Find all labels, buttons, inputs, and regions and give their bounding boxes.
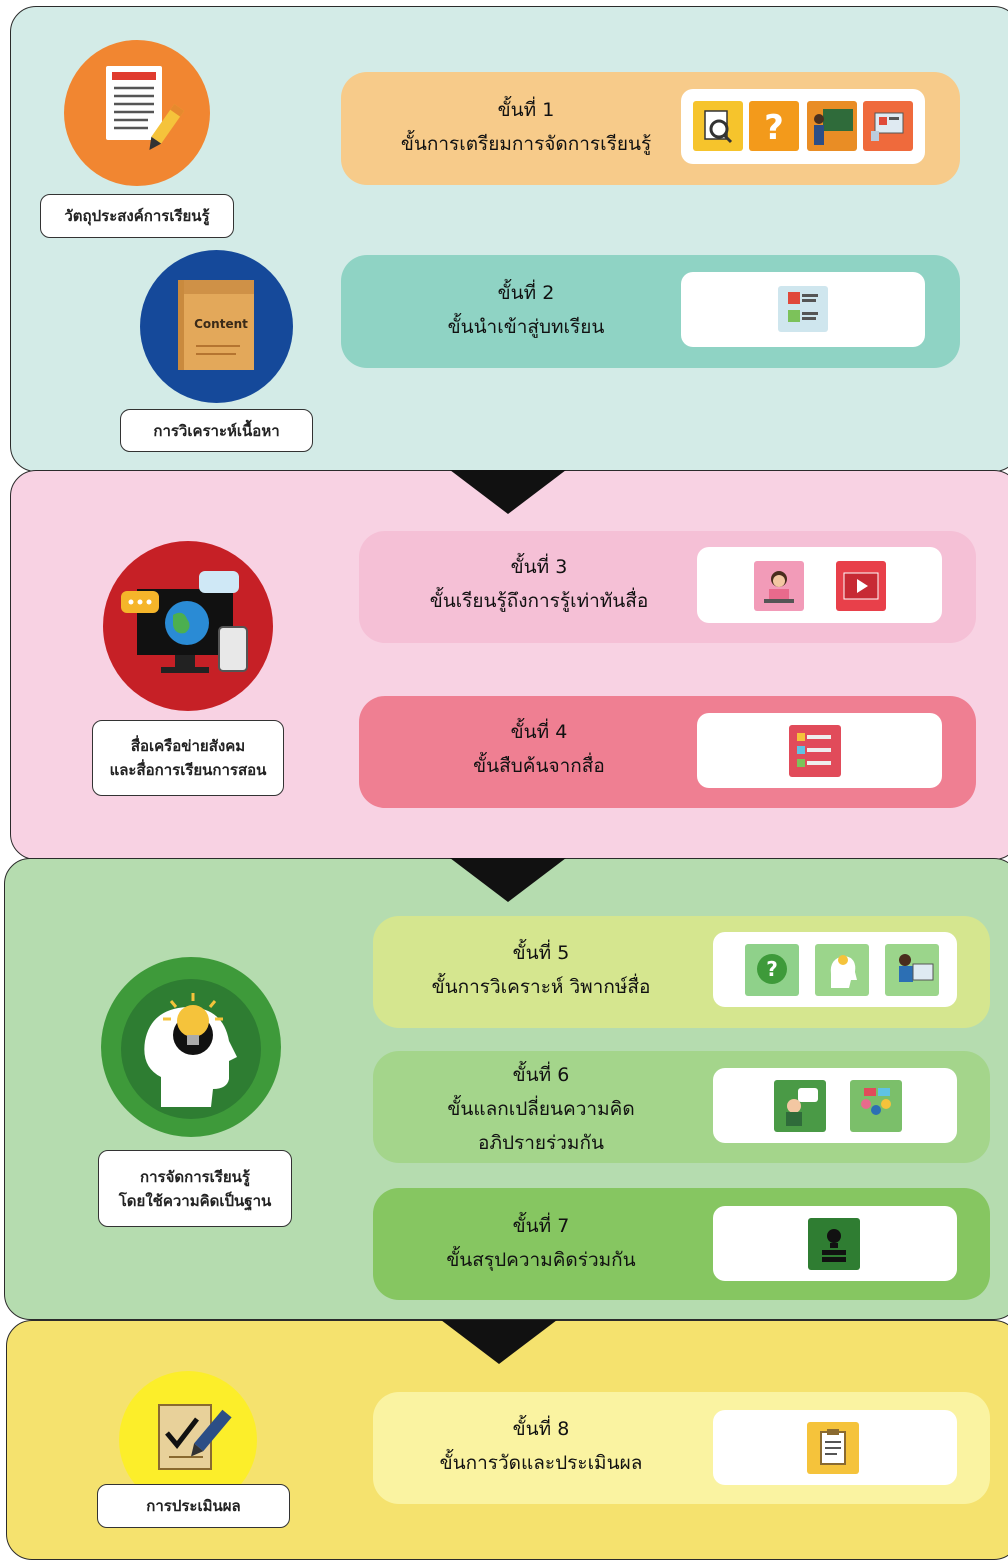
media-circle bbox=[103, 541, 273, 711]
step-6-text: ขั้นที่ 6 ขั้นแลกเปลี่ยนความคิด อภิปรายร… bbox=[376, 1058, 706, 1160]
step-2-description: ขั้นนำเข้าสู่บทเรียน bbox=[447, 316, 605, 338]
learner-icon bbox=[754, 561, 804, 611]
checklist-icon bbox=[789, 725, 841, 777]
presentation-screen-icon bbox=[863, 101, 913, 151]
question-mark-icon: ? bbox=[749, 101, 799, 151]
magnifier-document-icon bbox=[693, 101, 743, 151]
step-8-text: ขั้นที่ 8 ขั้นการวัดและประเมินผล bbox=[376, 1412, 706, 1480]
content-label: การวิเคราะห์เนื้อหา bbox=[120, 409, 313, 452]
step-4-icon-box bbox=[697, 713, 942, 788]
document-pencil-icon bbox=[106, 66, 185, 151]
content-book-icon: Content bbox=[178, 280, 254, 370]
step-3-number: ขั้นที่ 3 bbox=[510, 556, 568, 578]
step-3-description: ขั้นเรียนรู้ถึงการรู้เท่าทันสื่อ bbox=[429, 590, 649, 612]
step-3-icon-box bbox=[697, 547, 942, 623]
svg-text:?: ? bbox=[764, 108, 784, 148]
step-8-icon-box bbox=[713, 1410, 957, 1485]
step-7-text: ขั้นที่ 7 ขั้นสรุปความคิดร่วมกัน bbox=[376, 1209, 706, 1277]
evaluation-paper-pen-icon bbox=[158, 1404, 232, 1470]
step-4-text: ขั้นที่ 4 ขั้นสืบค้นจากสื่อ bbox=[374, 715, 704, 783]
step-5-icon-box: ? bbox=[713, 932, 957, 1007]
arrow-down-1 bbox=[450, 470, 566, 514]
step-2-icon-box bbox=[681, 272, 925, 347]
step-5-description: ขั้นการวิเคราะห์ วิพากษ์สื่อ bbox=[431, 976, 651, 998]
objective-circle bbox=[64, 40, 210, 186]
clipboard-icon bbox=[807, 1422, 859, 1474]
arrow-down-2 bbox=[450, 858, 566, 902]
thinking-circle bbox=[101, 957, 281, 1137]
step-1-description: ขั้นการเตรียมการจัดการเรียนรู้ bbox=[400, 133, 652, 155]
flashcard-icon bbox=[778, 286, 828, 332]
step-7-icon-box bbox=[713, 1206, 957, 1281]
svg-text:?: ? bbox=[766, 957, 778, 981]
step-5-number: ขั้นที่ 5 bbox=[512, 942, 570, 964]
person-computer-icon bbox=[885, 944, 939, 996]
media-label: สื่อเครือข่ายสังคม และสื่อการเรียนการสอน bbox=[92, 720, 284, 796]
group-discussion-icon bbox=[850, 1080, 902, 1132]
step-7-number: ขั้นที่ 7 bbox=[512, 1215, 570, 1237]
video-play-icon bbox=[836, 561, 886, 611]
question-bubble-icon: ? bbox=[745, 944, 799, 996]
step-3-text: ขั้นที่ 3 ขั้นเรียนรู้ถึงการรู้เท่าทันสื… bbox=[374, 550, 704, 618]
speech-person-icon bbox=[774, 1080, 826, 1132]
step-6-number: ขั้นที่ 6 bbox=[512, 1064, 570, 1086]
lightbulb-head-icon bbox=[121, 979, 261, 1119]
step-8-description: ขั้นการวัดและประเมินผล bbox=[439, 1452, 643, 1474]
content-book-text: Content bbox=[194, 317, 248, 331]
objective-label: วัตถุประสงค์การเรียนรู้ bbox=[40, 194, 234, 238]
arrow-down-3 bbox=[441, 1320, 557, 1364]
step-4-description: ขั้นสืบค้นจากสื่อ bbox=[473, 755, 605, 777]
step-1-number: ขั้นที่ 1 bbox=[497, 99, 555, 121]
step-5-text: ขั้นที่ 5 ขั้นการวิเคราะห์ วิพากษ์สื่อ bbox=[376, 936, 706, 1004]
step-1-icon-box: ? bbox=[681, 89, 925, 164]
step-6-description: ขั้นแลกเปลี่ยนความคิด bbox=[447, 1098, 635, 1120]
step-2-number: ขั้นที่ 2 bbox=[497, 282, 555, 304]
step-7-description: ขั้นสรุปความคิดร่วมกัน bbox=[446, 1249, 636, 1271]
step-6-description-line2: อภิปรายร่วมกัน bbox=[478, 1132, 604, 1154]
evaluation-label: การประเมินผล bbox=[97, 1484, 290, 1528]
step-8-number: ขั้นที่ 8 bbox=[512, 1418, 570, 1440]
thinking-label: การจัดการเรียนรู้ โดยใช้ความคิดเป็นฐาน bbox=[98, 1150, 292, 1227]
step-6-icon-box bbox=[713, 1068, 957, 1143]
computer-social-icon bbox=[121, 571, 248, 673]
teacher-blackboard-icon bbox=[807, 101, 857, 151]
step-1-text: ขั้นที่ 1 ขั้นการเตรียมการจัดการเรียนรู้ bbox=[361, 93, 691, 161]
step-2-text: ขั้นที่ 2 ขั้นนำเข้าสู่บทเรียน bbox=[361, 276, 691, 344]
idea-head-icon bbox=[815, 944, 869, 996]
content-circle: Content bbox=[140, 250, 293, 403]
idea-book-icon bbox=[808, 1218, 860, 1270]
step-4-number: ขั้นที่ 4 bbox=[510, 721, 568, 743]
